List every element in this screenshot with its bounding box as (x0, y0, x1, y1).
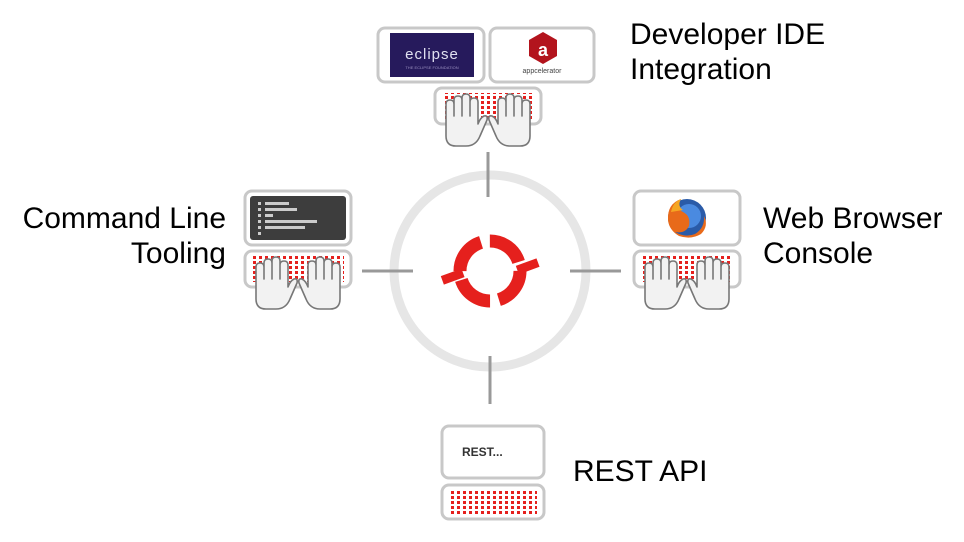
rest-api-illustration: REST... (440, 424, 546, 521)
label-web-browser: Web Browser Console (763, 202, 943, 270)
rest-screen-text: REST... (462, 445, 503, 459)
openshift-logo-icon (440, 234, 540, 308)
central-ring (389, 170, 591, 372)
eclipse-logo-subtext: THE ECLIPSE FOUNDATION (405, 65, 458, 70)
eclipse-logo-text: eclipse (405, 46, 459, 63)
label-developer-ide: Developer IDE Integration (630, 18, 826, 86)
svg-text:a: a (538, 40, 549, 60)
developer-ide-illustration: eclipse THE ECLIPSE FOUNDATION a appcele… (376, 26, 596, 147)
rest-screen (440, 424, 546, 480)
label-rest-api: REST API (573, 455, 708, 488)
command-line-illustration (243, 189, 353, 310)
firefox-logo-icon (667, 199, 706, 238)
label-command-line: Command Line Tooling (22, 202, 226, 270)
appcelerator-logo-text: appcelerator (523, 68, 563, 75)
web-browser-illustration (632, 189, 742, 310)
appcelerator-logo-icon (529, 32, 557, 64)
